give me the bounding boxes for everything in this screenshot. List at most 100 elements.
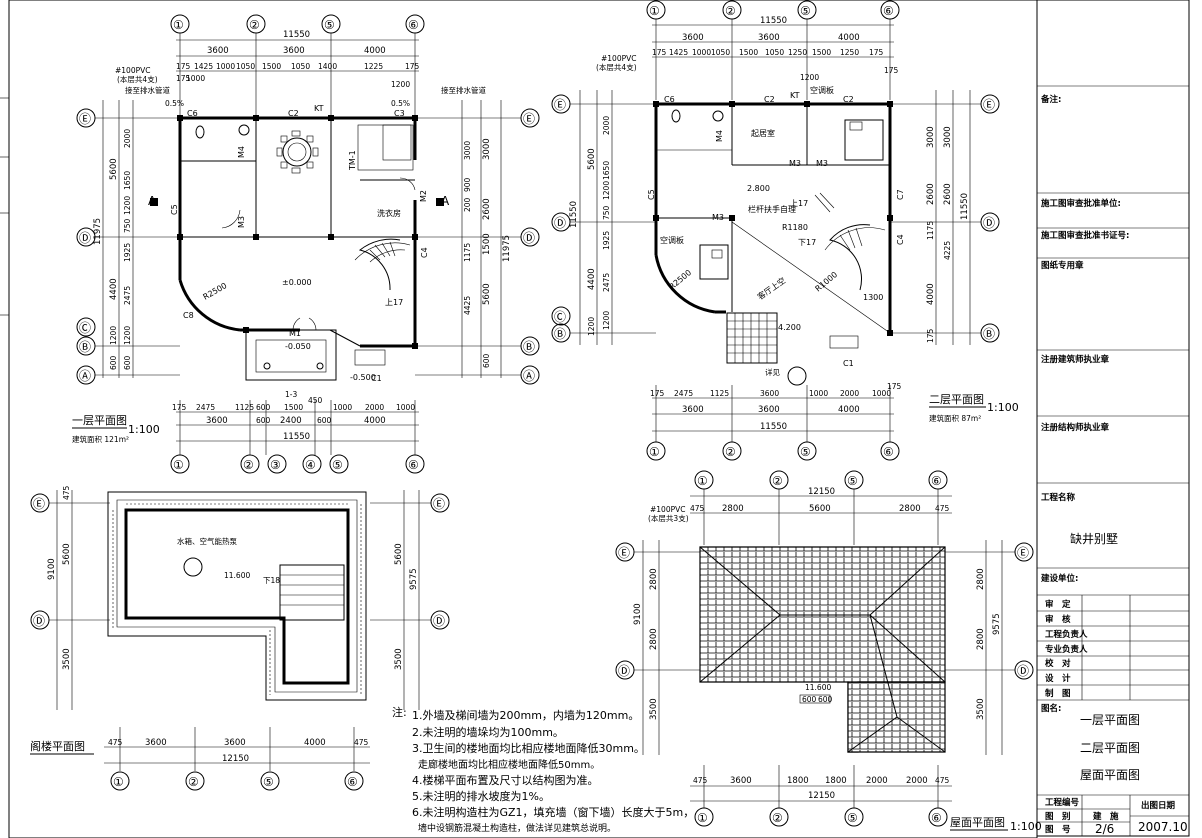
dimension-text: 4000 [304,738,326,748]
axis-bubble: ① [649,445,660,459]
axis-bubble: Ⓓ [983,216,995,230]
dimension-text: 1000 [333,403,352,412]
dimension-text: 3600 [760,389,779,398]
dimension-text: 3600 [682,33,704,43]
dimension-text: 475 [62,485,71,500]
balcony-tiles [727,313,777,363]
pipe-label: 接至排水管道 [441,85,486,95]
note-item: 3.卫生间的楼地面均比相应楼地面降低30mm。 [412,741,645,755]
dimension-text: 9575 [409,568,419,590]
dimension-text: 475 [690,504,705,513]
axis-bubble: Ⓐ [523,369,535,383]
axis-bubble: ⑥ [931,474,942,488]
window-label: C2 [843,95,854,104]
axis-bubble: Ⓓ [79,231,91,245]
section-mark: A [148,194,157,208]
dimension-text: 3600 [207,46,229,56]
dimension-text: 200 [463,197,472,212]
dimension-text: 4425 [463,296,472,315]
sheet-no-label: 图 号 [1045,825,1071,835]
dimension-text: 600 [802,695,817,704]
dimension-text: 1000 [396,403,415,412]
radius-label: R1180 [782,223,808,232]
dimension-text: 600 [317,416,332,425]
window-label: C2 [764,95,775,104]
client-label: 建设单位: [1040,573,1078,584]
dimension-text: 600 [818,695,833,704]
axis-bubble: ① [697,474,708,488]
pipe-label: #100PVC [650,505,686,514]
axis-bubble: Ⓔ [433,497,445,511]
window-label: C1 [371,374,382,383]
axis-bubble: ② [772,811,783,825]
dimension-text: 475 [693,776,708,785]
note-item: 6.未注明构造柱为GZ1，填充墙（窗下墙）长度大于5m， [412,805,694,819]
plan-scale: 1:100 [1010,820,1042,833]
dimension-text: 2600 [926,183,936,205]
project-label: 工程名称 [1041,492,1076,503]
pipe-label: (本层共4支) [596,62,637,72]
dimension-text: 3600 [145,738,167,748]
elevation-label: 4.200 [778,323,801,332]
dimension-text: 2800 [976,568,986,590]
room-label: 洗衣房 [377,208,401,218]
pipe-label: (本层共4支) [117,74,158,84]
axis-bubble: ① [173,18,184,32]
dimension-text: 2475 [123,286,132,305]
room-label: 水箱、空气能热泵 [177,536,237,546]
door-label: M2 [419,190,428,202]
axis-bubble: ① [649,4,660,18]
axis-bubble: Ⓐ [79,369,91,383]
project-name: 缺井别墅 [1070,531,1118,546]
dimension-text: 600 [482,353,491,368]
stair-label: 下17 [798,238,816,247]
axis-bubble: Ⓒ [554,310,566,324]
dimension-text: 3600 [758,405,780,415]
dimension-text: 11550 [760,422,787,432]
stair-label: 下18 [263,576,280,585]
dimension-text: 1300 [863,293,883,302]
dimension-text: 1200 [602,181,611,200]
pipe-label: (本层共3支) [648,513,689,523]
dimension-text: 4000 [364,46,386,56]
dimension-text: 1200 [800,73,819,82]
window-label: C6 [664,95,675,104]
dimension-text: 4000 [838,405,860,415]
window-label: C5 [170,204,179,215]
window-label: C1 [843,359,854,368]
dimension-text: 9575 [992,613,1002,635]
elevation-label: 2.800 [747,184,770,193]
axis-bubble: ⑥ [347,775,358,789]
dimension-text: 600 [256,416,271,425]
dimension-text: 1500 [262,62,281,71]
dimension-text: 11550 [569,201,579,228]
dimension-text: 5600 [394,543,404,565]
dimension-text: 11550 [960,193,970,220]
drawing-name: 屋面平面图 [1080,768,1140,782]
dimension-text: 2800 [976,628,986,650]
remarks-label: 备注: [1040,94,1061,105]
axis-bubble: ⑤ [800,445,811,459]
axis-bubble: ⑤ [263,775,274,789]
dimension-text: 2600 [943,183,953,205]
axis-bubble: ⑥ [408,458,419,472]
axis-bubble: Ⓓ [554,216,566,230]
door-label: M3 [816,159,828,168]
dimension-text: 475 [935,504,950,513]
sign-row: 制 图 [1045,688,1071,699]
dimension-text: 1175 [463,243,472,262]
dimension-text: 1225 [364,62,383,71]
plan-attic: Ⓔ Ⓓ Ⓔ Ⓓ 9100 5600 3500 475 5600 3500 957… [30,485,450,791]
room-label: 起居室 [751,128,775,138]
axis-bubble: Ⓒ [79,321,91,335]
label: 栏杆扶手自理 [748,204,796,214]
dimension-text: 475 [354,738,369,747]
dimension-text: 5600 [809,504,831,514]
axis-bubble: ② [725,4,736,18]
dimension-text: 1125 [710,389,729,398]
dimension-text: 475 [108,738,123,747]
dimension-text: 4400 [109,278,119,300]
category-value: 建 施 [1092,811,1119,822]
axis-bubble: Ⓑ [554,327,566,341]
dimension-text: 175 [176,62,191,71]
